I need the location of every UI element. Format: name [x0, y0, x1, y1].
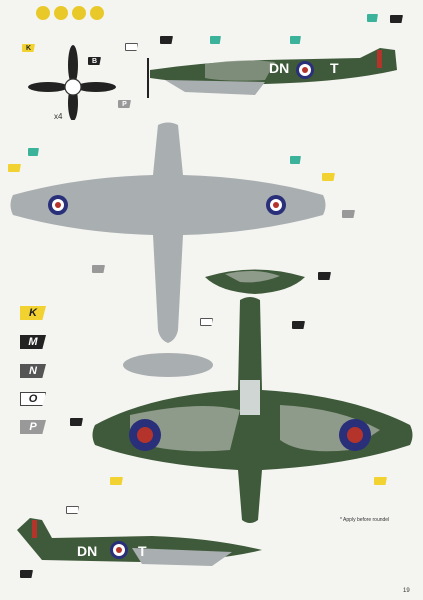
- legend-k: K: [20, 306, 46, 320]
- decal-tag: [8, 164, 21, 172]
- decal-tag: [28, 148, 39, 156]
- decal-tag: [200, 318, 213, 326]
- decal-tag: [318, 272, 331, 280]
- legend-n: N: [20, 364, 46, 378]
- decal-tag: [290, 156, 301, 164]
- decal-tag: [342, 210, 355, 218]
- decal-tag: [374, 477, 387, 485]
- decal-tag: [367, 14, 378, 22]
- lightbulb-icon: [36, 6, 50, 20]
- side-top-code-letter-right: T: [330, 60, 339, 76]
- glue-icon: [54, 6, 68, 20]
- propeller-tag-p: P: [118, 100, 131, 108]
- legend-p: P: [20, 420, 46, 434]
- propeller-tag-k: K: [22, 44, 35, 52]
- decal-tag: [390, 15, 403, 23]
- decal-tag: [160, 36, 173, 44]
- page-number: 19: [403, 588, 410, 594]
- roundel-note: * Apply before roundel: [340, 517, 390, 523]
- decal-tag: [210, 36, 221, 44]
- side-bottom-code-letter-right: T: [138, 543, 147, 559]
- propeller-tag-b: B: [88, 57, 101, 65]
- decal-tag: [125, 43, 138, 51]
- legend-o: O: [20, 392, 46, 406]
- legend-m: M: [20, 335, 46, 349]
- paint-icon: [72, 6, 86, 20]
- decal-tag: [92, 265, 105, 273]
- side-top-code-letters: DN: [269, 60, 290, 76]
- decal-tag: [70, 418, 83, 426]
- decal-tag: [292, 321, 305, 329]
- decal-icon: [90, 6, 104, 20]
- decal-tag: [322, 173, 335, 181]
- decal-tag: [110, 477, 123, 485]
- decal-tag: [66, 506, 79, 514]
- propeller-multiplier: x4: [54, 112, 63, 121]
- side-bottom-code-letters: DN: [77, 543, 98, 559]
- decal-tag: [290, 36, 301, 44]
- decal-tag: [20, 570, 33, 578]
